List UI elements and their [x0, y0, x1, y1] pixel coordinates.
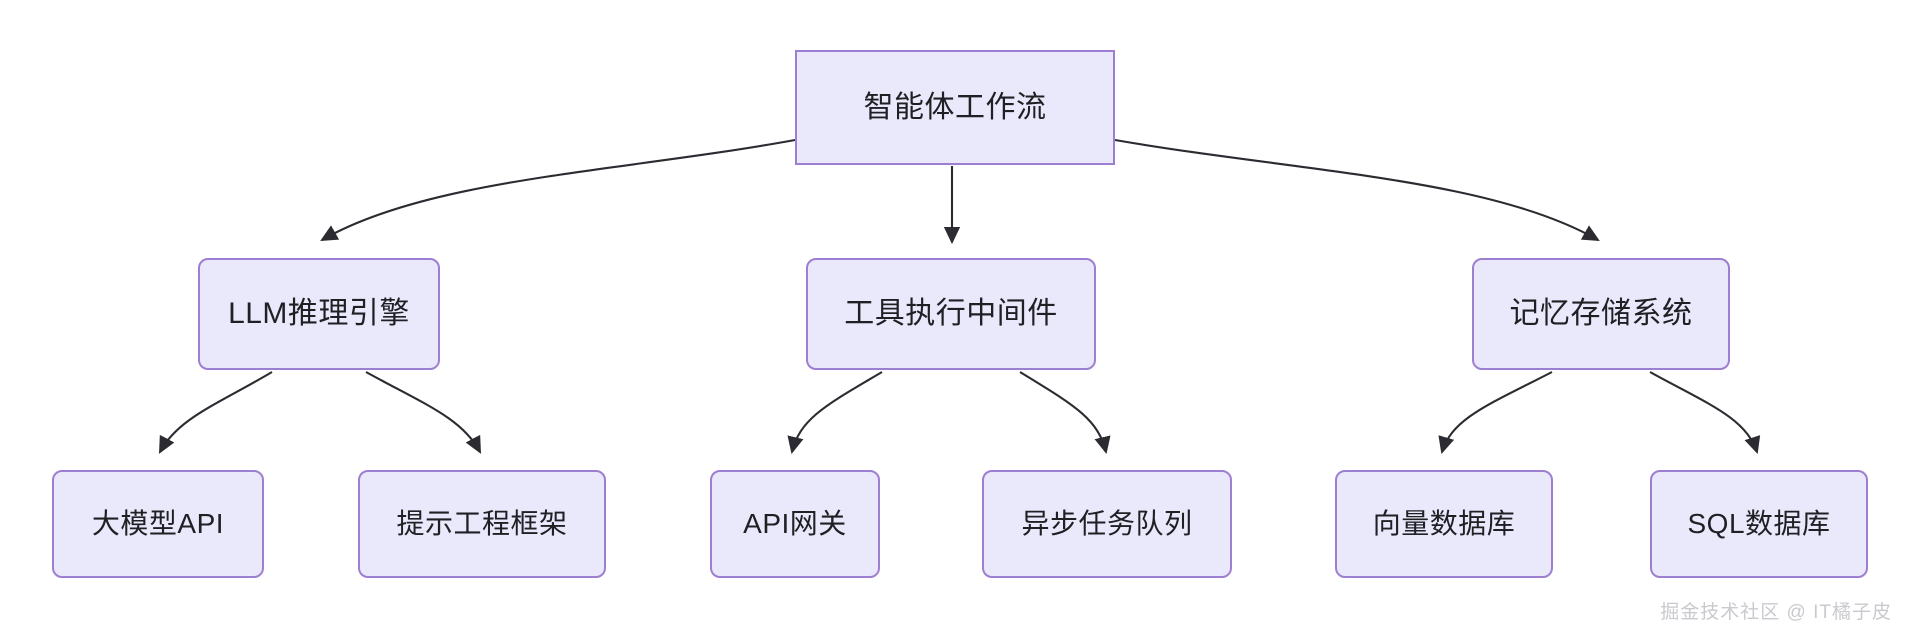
node-memory-storage-system[interactable]: 记忆存储系统 [1472, 258, 1730, 370]
edge-tool-to-gateway [787, 371, 883, 455]
node-label: SQL数据库 [1687, 508, 1831, 539]
edge-llm-to-modelapi [159, 371, 273, 454]
node-api-gateway[interactable]: API网关 [710, 470, 880, 578]
edge-tool-to-queue [1019, 371, 1111, 455]
edge-memory-to-sqldb [1649, 371, 1761, 454]
node-label: LLM推理引擎 [228, 297, 410, 330]
node-prompt-engineering-framework[interactable]: 提示工程框架 [358, 470, 606, 578]
node-label: 提示工程框架 [396, 508, 568, 539]
edge-root-to-memory [1114, 138, 1600, 242]
node-sql-database[interactable]: SQL数据库 [1650, 470, 1868, 578]
edge-llm-to-prompt [365, 371, 481, 454]
node-large-model-api[interactable]: 大模型API [52, 470, 264, 578]
node-label: 异步任务队列 [1021, 508, 1193, 539]
node-label: 智能体工作流 [863, 90, 1047, 124]
watermark-text: 掘金技术社区 @ IT橘子皮 [1660, 602, 1892, 623]
node-label: 记忆存储系统 [1509, 297, 1693, 330]
node-llm-inference-engine[interactable]: LLM推理引擎 [198, 258, 440, 370]
edge-memory-to-vectordb [1438, 371, 1553, 455]
node-root-agent-workflow[interactable]: 智能体工作流 [795, 50, 1115, 165]
node-label: API网关 [743, 508, 847, 539]
node-label: 向量数据库 [1372, 508, 1516, 539]
edge-root-to-llm [320, 138, 796, 242]
node-label: 工具执行中间件 [844, 297, 1058, 330]
node-tool-execution-middleware[interactable]: 工具执行中间件 [806, 258, 1096, 370]
node-vector-database[interactable]: 向量数据库 [1335, 470, 1553, 578]
node-label: 大模型API [91, 508, 225, 539]
node-async-task-queue[interactable]: 异步任务队列 [982, 470, 1232, 578]
